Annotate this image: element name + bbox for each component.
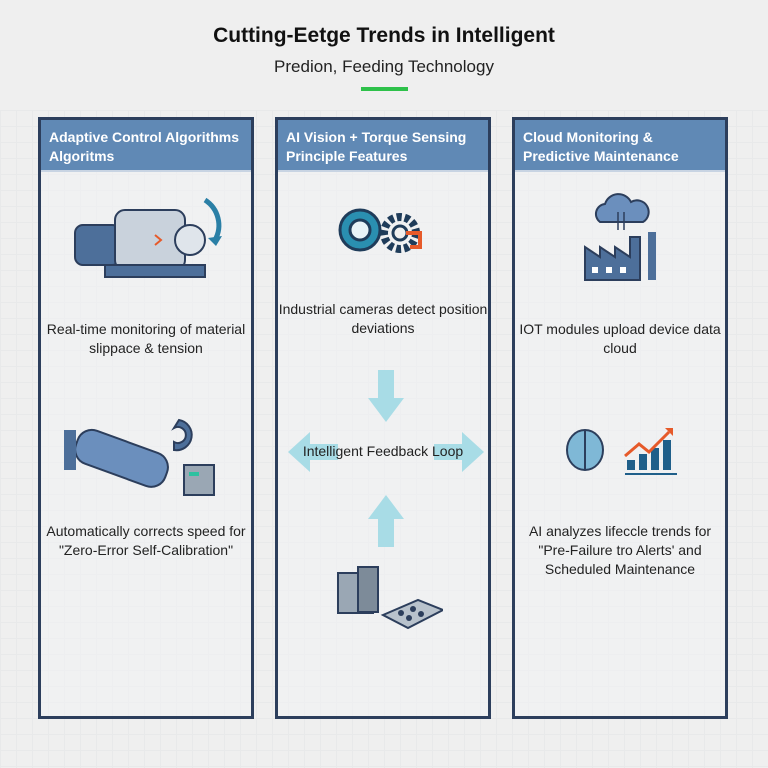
arrow-up-icon bbox=[368, 495, 404, 547]
panel-cloud-monitoring: Cloud Monitoring & Predictive Maintenanc… bbox=[512, 117, 728, 719]
panel-ai-vision: AI Vision + Torque Sensing Principle Fea… bbox=[275, 117, 491, 719]
roller-cylinder-icon bbox=[64, 418, 215, 496]
panel-text-monitoring: Real-time monitoring of material slippac… bbox=[46, 321, 246, 356]
panel-text-iot: IOT modules upload device data cloud bbox=[519, 321, 721, 356]
brain-chart-icon bbox=[566, 428, 677, 475]
accent-divider bbox=[361, 87, 408, 91]
camera-gear-icon bbox=[338, 208, 422, 253]
panel-text-calibration: Automatically corrects speed for "Zero-E… bbox=[46, 523, 246, 558]
feedback-loop-label: Intelligent Feedback Loop bbox=[302, 443, 464, 459]
cloud-factory-icon bbox=[584, 193, 656, 281]
motor-roller-icon bbox=[74, 197, 222, 278]
arrow-right-icon bbox=[434, 432, 484, 472]
panel-header: Adaptive Control Algorithms Algoritms bbox=[41, 120, 251, 172]
panel-text-cameras: Industrial cameras detect position devia… bbox=[278, 301, 488, 336]
panel-header: Cloud Monitoring & Predictive Maintenanc… bbox=[515, 120, 725, 172]
controller-modules-icon bbox=[337, 566, 443, 630]
panel-header: AI Vision + Torque Sensing Principle Fea… bbox=[278, 120, 488, 172]
page-title: Cutting-Eetge Trends in Intelligent bbox=[213, 24, 555, 47]
panel-adaptive-control: Adaptive Control Algorithms Algoritms Re… bbox=[38, 117, 254, 719]
page-subtitle: Predion, Feeding Technology bbox=[274, 57, 494, 76]
panel-text-ai-analysis: AI analyzes lifeccle trends for "Pre-Fai… bbox=[528, 523, 712, 577]
arrow-left-icon bbox=[288, 432, 338, 472]
arrow-down-icon bbox=[368, 370, 404, 422]
